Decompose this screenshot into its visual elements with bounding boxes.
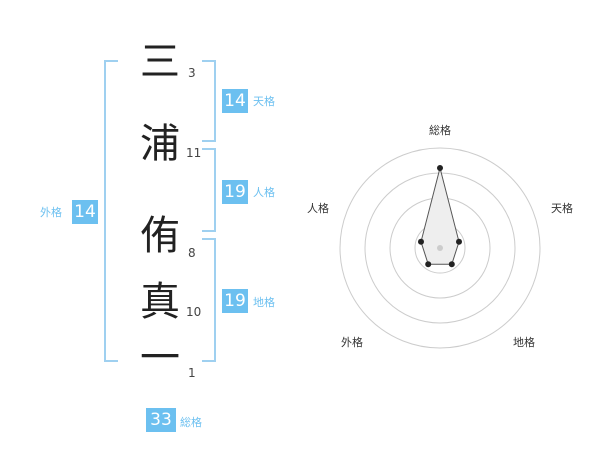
name-char-3: 侑 bbox=[140, 213, 180, 259]
jinkaku-bracket bbox=[202, 148, 216, 232]
radar-axis-label: 地格 bbox=[513, 336, 535, 349]
chikaku-value: 19 bbox=[222, 289, 248, 313]
tenkaku-bracket bbox=[202, 60, 216, 142]
radar-point bbox=[448, 261, 455, 268]
gaikaku-label: 外格 bbox=[40, 206, 62, 219]
radar-center-dot bbox=[437, 245, 443, 251]
stroke-count-4: 10 bbox=[186, 305, 202, 319]
stroke-count-3: 8 bbox=[188, 246, 196, 260]
tenkaku-value: 14 bbox=[222, 89, 248, 113]
jinkaku-label: 人格 bbox=[253, 186, 275, 199]
radar-points bbox=[418, 165, 462, 268]
jinkaku-value: 19 bbox=[222, 180, 248, 204]
radar-point bbox=[456, 238, 462, 245]
name-char-1: 三 bbox=[140, 39, 180, 85]
radar-axis-label: 人格 bbox=[307, 202, 329, 215]
tenkaku-label: 天格 bbox=[253, 95, 275, 108]
radar-point bbox=[437, 165, 443, 171]
soukaku-value: 33 bbox=[146, 408, 176, 432]
stroke-count-2: 11 bbox=[186, 146, 202, 160]
stroke-count-5: 1 bbox=[188, 366, 196, 380]
radar-axis-label: 外格 bbox=[341, 336, 363, 349]
radar-ring bbox=[339, 147, 541, 349]
name-char-4: 真 bbox=[140, 279, 180, 325]
stroke-count-1: 3 bbox=[188, 66, 196, 80]
radar-axis-label: 天格 bbox=[551, 202, 573, 215]
chikaku-label: 地格 bbox=[253, 296, 275, 309]
radar-polygon bbox=[420, 167, 460, 265]
radar-point bbox=[418, 238, 424, 245]
name-char-5: 一 bbox=[140, 335, 180, 381]
chikaku-bracket bbox=[202, 238, 216, 362]
name-char-2: 浦 bbox=[140, 121, 180, 167]
soukaku-label: 総格 bbox=[180, 416, 202, 429]
radar-axis-label: 総格 bbox=[429, 124, 451, 137]
gaikaku-bracket bbox=[104, 60, 118, 362]
gaikaku-value: 14 bbox=[72, 200, 98, 224]
radar-point bbox=[425, 261, 432, 268]
